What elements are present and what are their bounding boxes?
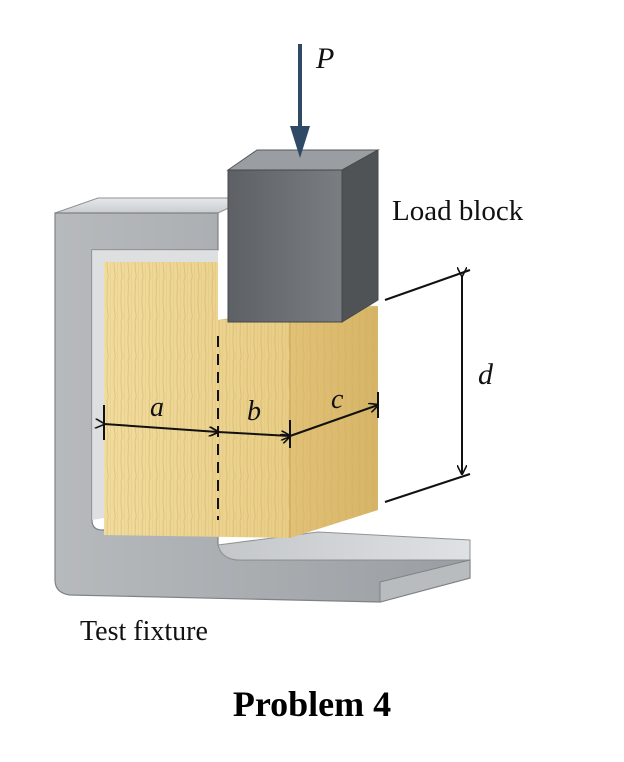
problem-caption: Problem 4	[232, 684, 392, 724]
load-arrow-icon	[290, 44, 310, 158]
dimension-d	[384, 270, 471, 503]
load-block	[226, 149, 380, 323]
dimension-a	[104, 405, 218, 440]
test-fixture-label: Test fixture	[80, 616, 208, 647]
dim-d-label: d	[478, 358, 494, 391]
load-label: P	[315, 42, 334, 75]
dim-b-label: b	[247, 396, 261, 427]
dim-c-label: c	[331, 384, 344, 415]
load-block-label: Load block	[392, 195, 524, 227]
dim-a-label: a	[150, 392, 164, 423]
test-fixture	[54, 197, 471, 603]
dimension-c	[290, 392, 378, 436]
